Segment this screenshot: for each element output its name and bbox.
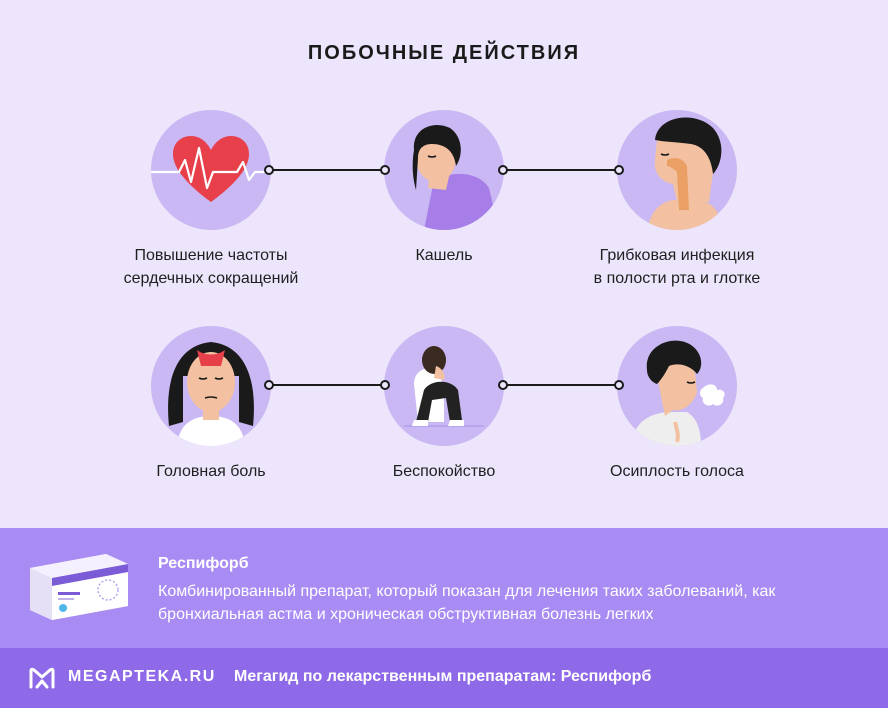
effect-cough: Кашель (324, 110, 564, 267)
effect-hoarseness: Осиплость голоса (557, 326, 797, 483)
footer-caption: Мегагид по лекарственным препаратам: Рес… (234, 668, 652, 685)
footer: MEGAPTEKA.RU Мегагид по лекарственным пр… (0, 648, 888, 708)
megapteka-logo-icon[interactable] (28, 666, 56, 690)
effect-label: Кашель (415, 247, 473, 264)
effect-anxiety: Беспокойство (324, 326, 564, 483)
throat-infection-icon (617, 110, 737, 230)
effect-label: Беспокойство (392, 463, 496, 480)
hoarseness-icon (617, 326, 737, 446)
megapteka-logo-text[interactable]: MEGAPTEKA.RU (68, 668, 216, 685)
effect-fungal-infection: Грибковая инфекция в полости рта и глотк… (557, 110, 797, 290)
page-title: ПОБОЧНЫЕ ДЕЙСТВИЯ (307, 42, 581, 64)
connector-line (498, 380, 624, 390)
connector-line (264, 380, 390, 390)
effect-tachycardia: Повышение частоты сердечных сокращений (91, 110, 331, 290)
effect-label: Головная боль (156, 463, 266, 480)
product-band: Респифорб Комбинированный препарат, кото… (0, 528, 888, 648)
medicine-box-image (30, 554, 128, 620)
connector-line (498, 165, 624, 175)
anxiety-icon (384, 326, 504, 446)
product-description: Комбинированный препарат, который показа… (158, 583, 776, 623)
effect-label: Грибковая инфекция в полости рта и глотк… (593, 247, 761, 287)
connector-line (264, 165, 390, 175)
effect-label: Осиплость голоса (610, 463, 744, 480)
cough-icon (384, 110, 504, 230)
heart-rate-icon (151, 110, 271, 230)
headache-icon (151, 326, 271, 446)
product-name: Респифорб (158, 555, 249, 572)
effect-headache: Головная боль (91, 326, 331, 483)
effect-label: Повышение частоты сердечных сокращений (123, 247, 299, 287)
